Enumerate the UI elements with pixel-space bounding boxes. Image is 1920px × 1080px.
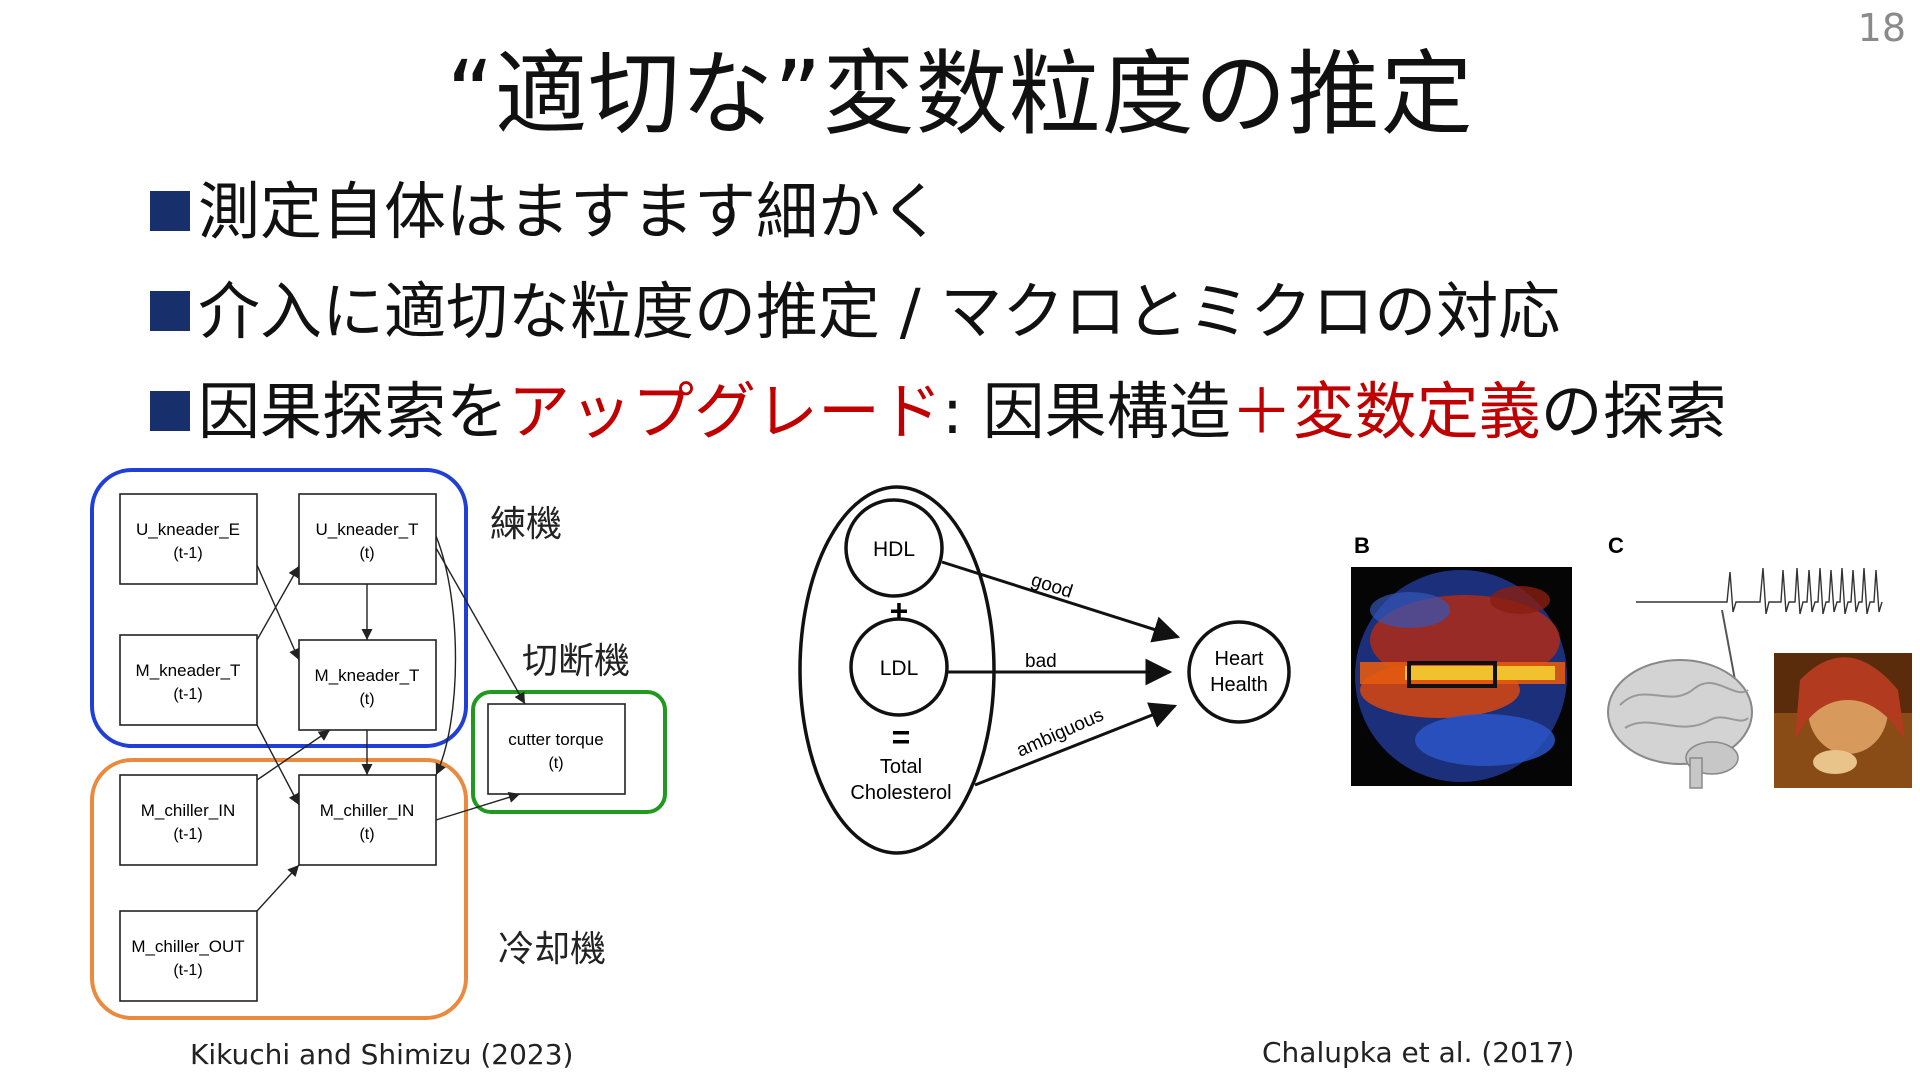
node-name: U_kneader_T [315, 520, 418, 539]
graph-node: M_kneader_T (t) [298, 639, 437, 731]
node-time: (t-1) [173, 826, 202, 843]
page-number: 18 [1857, 6, 1906, 50]
graph-node: M_kneader_T (t-1) [119, 634, 258, 726]
bullet-item: 測定自体はますます細かく [150, 162, 1727, 262]
good-edge [941, 560, 1181, 643]
node-name: M_chiller_IN [141, 801, 235, 820]
graph-edge [256, 724, 300, 806]
panel-b-label: B [1354, 533, 1370, 558]
graph-node: U_kneader_T (t) [298, 493, 437, 585]
node-time: (t-1) [173, 545, 202, 562]
graph-edge [435, 791, 521, 821]
node-name: M_kneader_T [315, 666, 420, 685]
heart-health-node [1187, 620, 1291, 724]
cutter-label: 切断機 [522, 641, 631, 682]
bad-edge-label: bad [1025, 651, 1057, 672]
bullet-text: : 因果構造 [942, 375, 1231, 448]
graph-node: cutter torque (t) [487, 703, 626, 795]
node-name: cutter torque [508, 730, 603, 749]
bullet-item: 介入に適切な粒度の推定 / マクロとミクロの対応 [150, 262, 1727, 362]
total-cholesterol-ellipse [798, 485, 996, 855]
cutter-group-box [471, 690, 667, 814]
portrait-painting-image [1774, 653, 1912, 788]
slide-title: “適切な”変数粒度の推定 [446, 41, 1474, 148]
left-figure-caption: Kikuchi and Shimizu (2023) [190, 1038, 574, 1071]
graph-edge [256, 864, 300, 912]
node-time: (t-1) [173, 686, 202, 703]
chiller-group-box [90, 758, 468, 1020]
total-label-1: Total [880, 756, 922, 778]
highlight-text: ＋変数定義 [1230, 375, 1541, 448]
bullet-text: 因果探索を [198, 375, 509, 448]
node-time: (t) [548, 755, 563, 772]
graph-node: U_kneader_E (t-1) [119, 493, 258, 585]
ldl-label: LDL [880, 657, 919, 680]
node-time: (t) [359, 826, 374, 843]
square-bullet-icon [150, 290, 190, 331]
ldl-node [849, 617, 949, 717]
ambiguous-edge-label: ambiguous [1013, 705, 1106, 762]
graph-edge [435, 535, 457, 776]
square-bullet-icon [150, 390, 190, 431]
bullet-list: 測定自体はますます細かく 介入に適切な粒度の推定 / マクロとミクロの対応 因果… [150, 162, 1727, 462]
total-label-2: Cholesterol [850, 782, 951, 804]
graph-edge [435, 547, 526, 705]
graph-edge [256, 564, 300, 661]
ambiguous-edge [974, 702, 1178, 787]
panel-c-label: C [1608, 533, 1624, 558]
bullet-text: の探索 [1540, 375, 1727, 448]
graph-node: M_chiller_OUT (t-1) [119, 910, 258, 1002]
graph-edge [256, 729, 331, 781]
graph-edge [256, 565, 300, 641]
machine-causal-graph: U_kneader_E (t-1) U_kneader_T (t) M_knea… [90, 468, 667, 1020]
graph-node: M_chiller_IN (t-1) [119, 774, 258, 866]
square-bullet-icon [150, 190, 190, 231]
node-name: M_chiller_IN [320, 801, 414, 820]
equals-sign: = [892, 719, 911, 755]
node-time: (t) [359, 691, 374, 708]
graph-node: M_chiller_IN (t) [298, 774, 437, 866]
node-name: U_kneader_E [136, 520, 240, 539]
bullet-item: 因果探索をアップグレード: 因果構造＋変数定義の探索 [150, 362, 1727, 462]
right-figure-caption: Chalupka et al. (2017) [1262, 1036, 1575, 1069]
node-time: (t-1) [173, 962, 202, 979]
hdl-label: HDL [873, 538, 915, 561]
heart-label-1: Heart [1215, 648, 1264, 670]
brain-icon [1607, 659, 1753, 789]
node-time: (t) [359, 545, 374, 562]
kneader-group-box [90, 468, 468, 748]
node-name: M_kneader_T [136, 661, 241, 680]
chiller-label: 冷却機 [498, 929, 607, 970]
node-name: M_chiller_OUT [131, 937, 244, 956]
bullet-text: 測定自体はますます細かく [198, 175, 943, 248]
highlight-text: アップグレード [508, 375, 943, 448]
spike-train-trace [1636, 567, 1883, 615]
bullet-text: 介入に適切な粒度の推定 / マクロとミクロの対応 [198, 275, 1561, 348]
kneader-label: 練機 [490, 504, 563, 545]
hdl-node [844, 498, 944, 598]
heart-label-2: Health [1210, 674, 1268, 696]
highlight-box [1407, 661, 1497, 688]
